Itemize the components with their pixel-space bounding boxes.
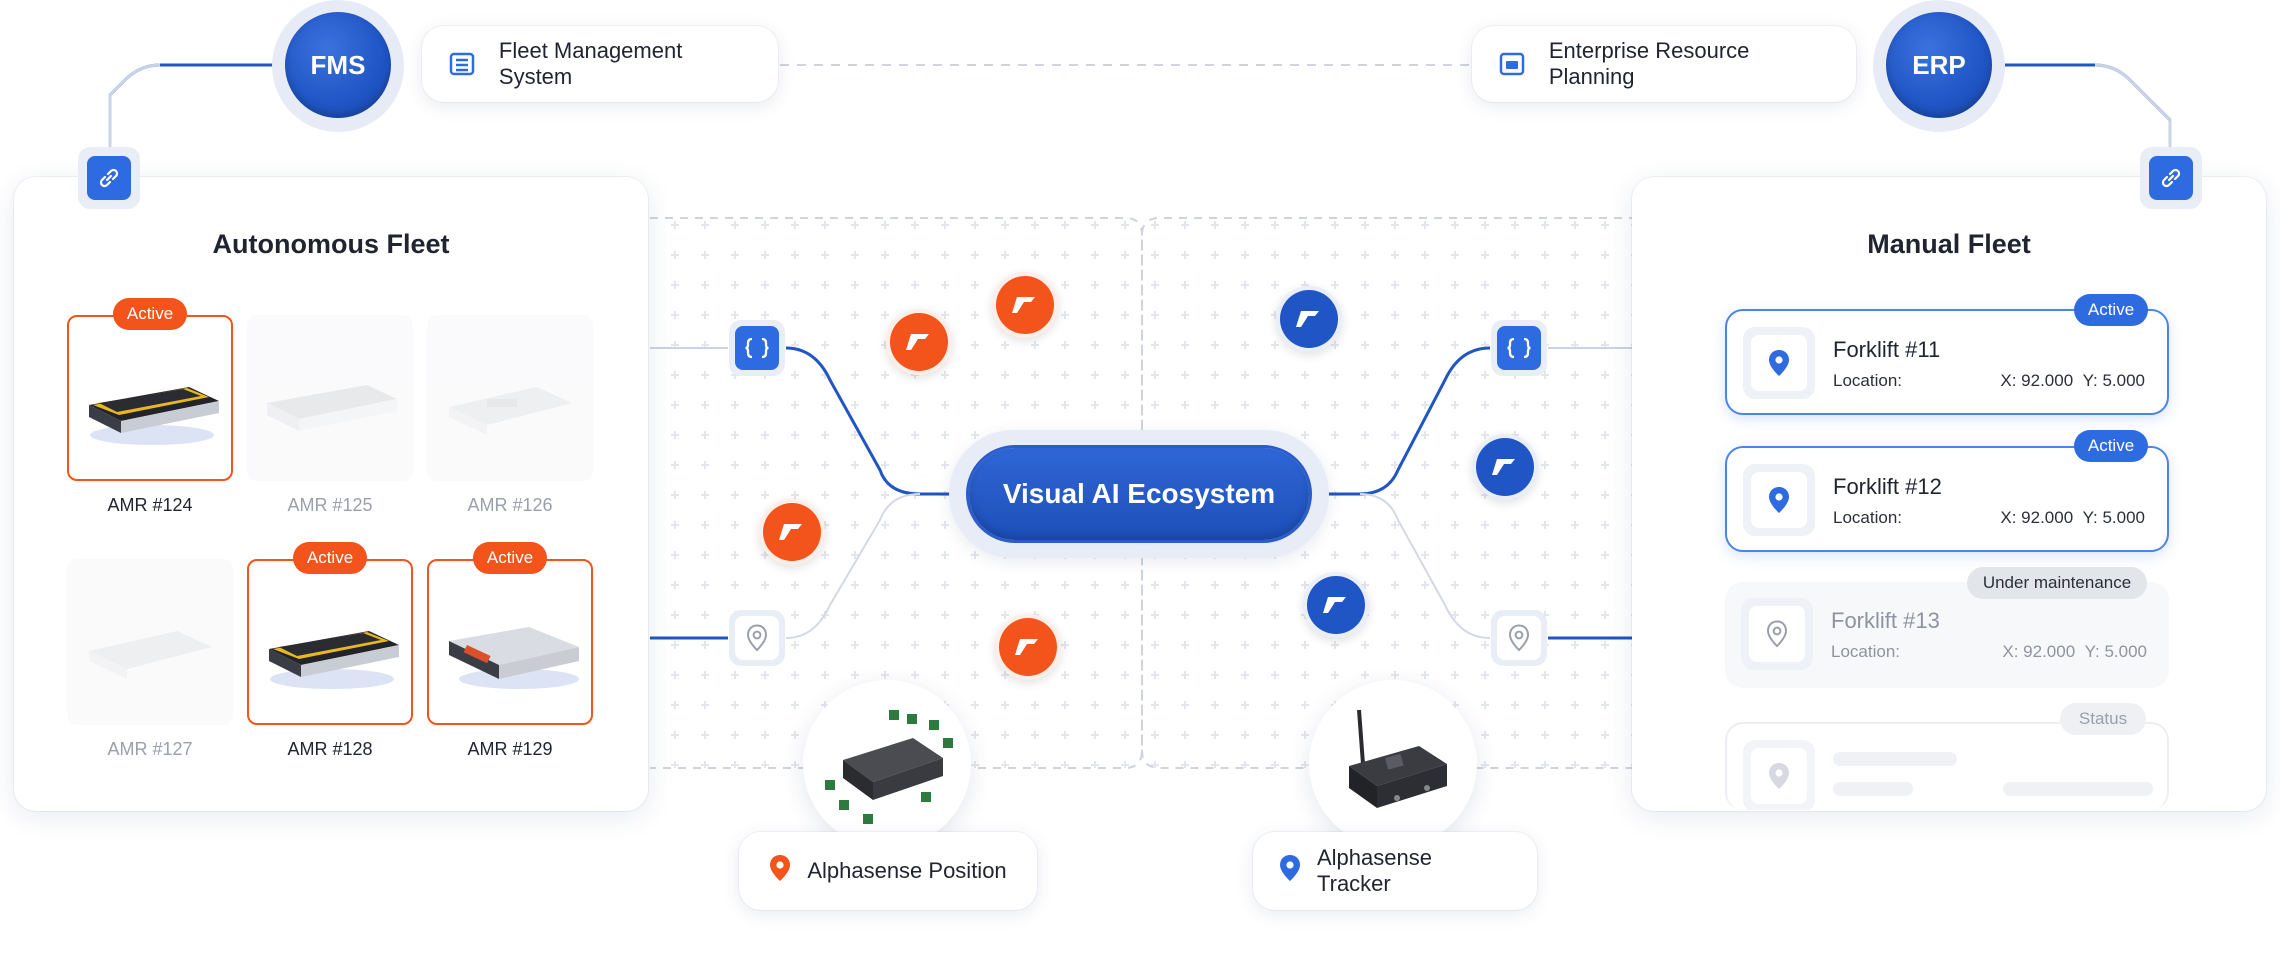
pin-box bbox=[1743, 740, 1815, 810]
alphasense-tracker-card[interactable]: Alphasense Tracker bbox=[1253, 832, 1537, 910]
location-pin-icon bbox=[1751, 472, 1807, 528]
amr-label: AMR #127 bbox=[107, 739, 193, 759]
amr-tile-127[interactable] bbox=[67, 559, 233, 725]
forklift-name: Forklift #13 bbox=[1831, 608, 1940, 633]
coordinates: X: 92.000 Y: 5.000 bbox=[2000, 508, 2145, 528]
amr-label: AMR #124 bbox=[107, 495, 193, 515]
forklift-name: Forklift #11 bbox=[1833, 337, 1941, 362]
y-coordinate: Y: 5.000 bbox=[2082, 371, 2145, 390]
location-pin-icon bbox=[735, 616, 779, 660]
pin-box bbox=[1743, 464, 1815, 536]
code-braces-icon bbox=[1497, 326, 1541, 370]
forklift-card[interactable]: Forklift #11 Location: X: 92.000 Y: 5.00… bbox=[1725, 309, 2169, 415]
forklift-name: Forklift #12 bbox=[1833, 474, 1942, 499]
autonomous-fleet-title: Autonomous Fleet bbox=[212, 229, 450, 259]
fms-badge[interactable]: FMS bbox=[285, 12, 391, 118]
status-badge: Active bbox=[2074, 294, 2148, 326]
brand-logo-icon bbox=[1303, 572, 1369, 638]
status-badge: Under maintenance bbox=[1967, 567, 2147, 599]
location-pin-icon bbox=[1497, 616, 1541, 660]
alphasense-position-device-image bbox=[825, 710, 953, 824]
location-label: Location: bbox=[1831, 642, 1900, 661]
brand-logo-icon bbox=[886, 309, 952, 375]
location-pin-icon bbox=[1749, 606, 1805, 662]
amr-robot-image bbox=[269, 631, 399, 689]
brand-logo-icon bbox=[1276, 286, 1342, 352]
api-node-right[interactable] bbox=[1491, 320, 1547, 376]
erp-label-card[interactable]: Enterprise Resource Planning bbox=[1472, 26, 1856, 102]
brand-logo-icon bbox=[1472, 434, 1538, 500]
autonomous-fleet-card: Autonomous Fleet Active AMR #124 AMR #12… bbox=[14, 177, 648, 811]
amr-robot-image bbox=[449, 627, 579, 689]
x-coordinate: X: 92.000 bbox=[2000, 371, 2074, 390]
amr-tile-125[interactable] bbox=[247, 315, 413, 481]
location-node-left[interactable] bbox=[729, 610, 785, 666]
forklift-card-placeholder bbox=[1725, 722, 2169, 810]
dashboard-panel-icon bbox=[1498, 49, 1527, 79]
alphasense-tracker-device-image bbox=[1349, 709, 1447, 808]
location-pin-icon bbox=[1279, 854, 1301, 888]
alphasense-position-label: Alphasense Position bbox=[807, 858, 1007, 883]
amr-tile-129[interactable] bbox=[427, 559, 593, 725]
server-list-icon bbox=[448, 49, 477, 79]
forklift-card[interactable]: Forklift #12 Location: X: 92.000 Y: 5.00… bbox=[1725, 446, 2169, 552]
link-chip-left[interactable] bbox=[78, 147, 140, 209]
location-node-right[interactable] bbox=[1491, 610, 1547, 666]
brand-logo-icon bbox=[992, 272, 1058, 338]
erp-badge[interactable]: ERP bbox=[1886, 12, 1992, 118]
status-badge: Active bbox=[293, 542, 367, 574]
code-braces-icon bbox=[735, 326, 779, 370]
amr-tile-128[interactable] bbox=[247, 559, 413, 725]
amr-robot-image bbox=[267, 385, 397, 431]
status-badge: Active bbox=[113, 298, 187, 330]
location-pin-icon bbox=[1751, 335, 1807, 391]
skeleton-line bbox=[1833, 782, 1913, 796]
y-coordinate: Y: 5.000 bbox=[2084, 642, 2147, 661]
brand-logo-icon bbox=[759, 499, 825, 565]
amr-tile-124[interactable] bbox=[67, 315, 233, 481]
fms-label: Fleet Management System bbox=[498, 38, 683, 89]
amr-tile-126[interactable] bbox=[427, 315, 593, 481]
manual-fleet-title: Manual Fleet bbox=[1867, 229, 2031, 259]
amr-label: AMR #128 bbox=[287, 739, 373, 759]
location-pin-icon bbox=[1751, 748, 1807, 804]
x-coordinate: X: 92.000 bbox=[2000, 508, 2074, 527]
pin-box bbox=[1743, 327, 1815, 399]
alphasense-tracker-label: Alphasense Tracker bbox=[1317, 845, 1432, 896]
location-pin-icon bbox=[769, 854, 791, 888]
x-coordinate: X: 92.000 bbox=[2002, 642, 2076, 661]
amr-label: AMR #125 bbox=[287, 495, 373, 515]
link-chip-right[interactable] bbox=[2140, 147, 2202, 209]
amr-robot-image bbox=[89, 631, 212, 679]
status-badge: Active bbox=[473, 542, 547, 574]
alphasense-position-card[interactable]: Alphasense Position bbox=[739, 832, 1037, 910]
amr-robot-image bbox=[89, 387, 219, 445]
coordinates: X: 92.000 Y: 5.000 bbox=[2002, 642, 2147, 662]
location-label: Location: bbox=[1833, 508, 1902, 527]
amr-label: AMR #129 bbox=[467, 739, 553, 759]
forklift-card[interactable]: Forklift #13 Location: X: 92.000 Y: 5.00… bbox=[1725, 582, 2169, 688]
status-badge: Active bbox=[2074, 430, 2148, 462]
fms-label-card[interactable]: Fleet Management System bbox=[422, 26, 778, 102]
api-node-left[interactable] bbox=[729, 320, 785, 376]
brand-logo-icon bbox=[995, 614, 1061, 680]
link-icon bbox=[87, 156, 131, 200]
amr-robot-image bbox=[449, 387, 572, 435]
skeleton-line bbox=[2003, 782, 2153, 796]
y-coordinate: Y: 5.000 bbox=[2082, 508, 2145, 527]
erp-label: Enterprise Resource Planning bbox=[1548, 38, 1750, 89]
location-label: Location: bbox=[1833, 371, 1902, 390]
skeleton-line bbox=[1833, 752, 1957, 766]
status-badge: Status bbox=[2060, 703, 2146, 735]
amr-label: AMR #126 bbox=[467, 495, 553, 515]
link-icon bbox=[2149, 156, 2193, 200]
pin-box bbox=[1741, 598, 1813, 670]
visual-ai-ecosystem-hub[interactable]: Visual AI Ecosystem bbox=[969, 448, 1309, 540]
coordinates: X: 92.000 Y: 5.000 bbox=[2000, 371, 2145, 391]
